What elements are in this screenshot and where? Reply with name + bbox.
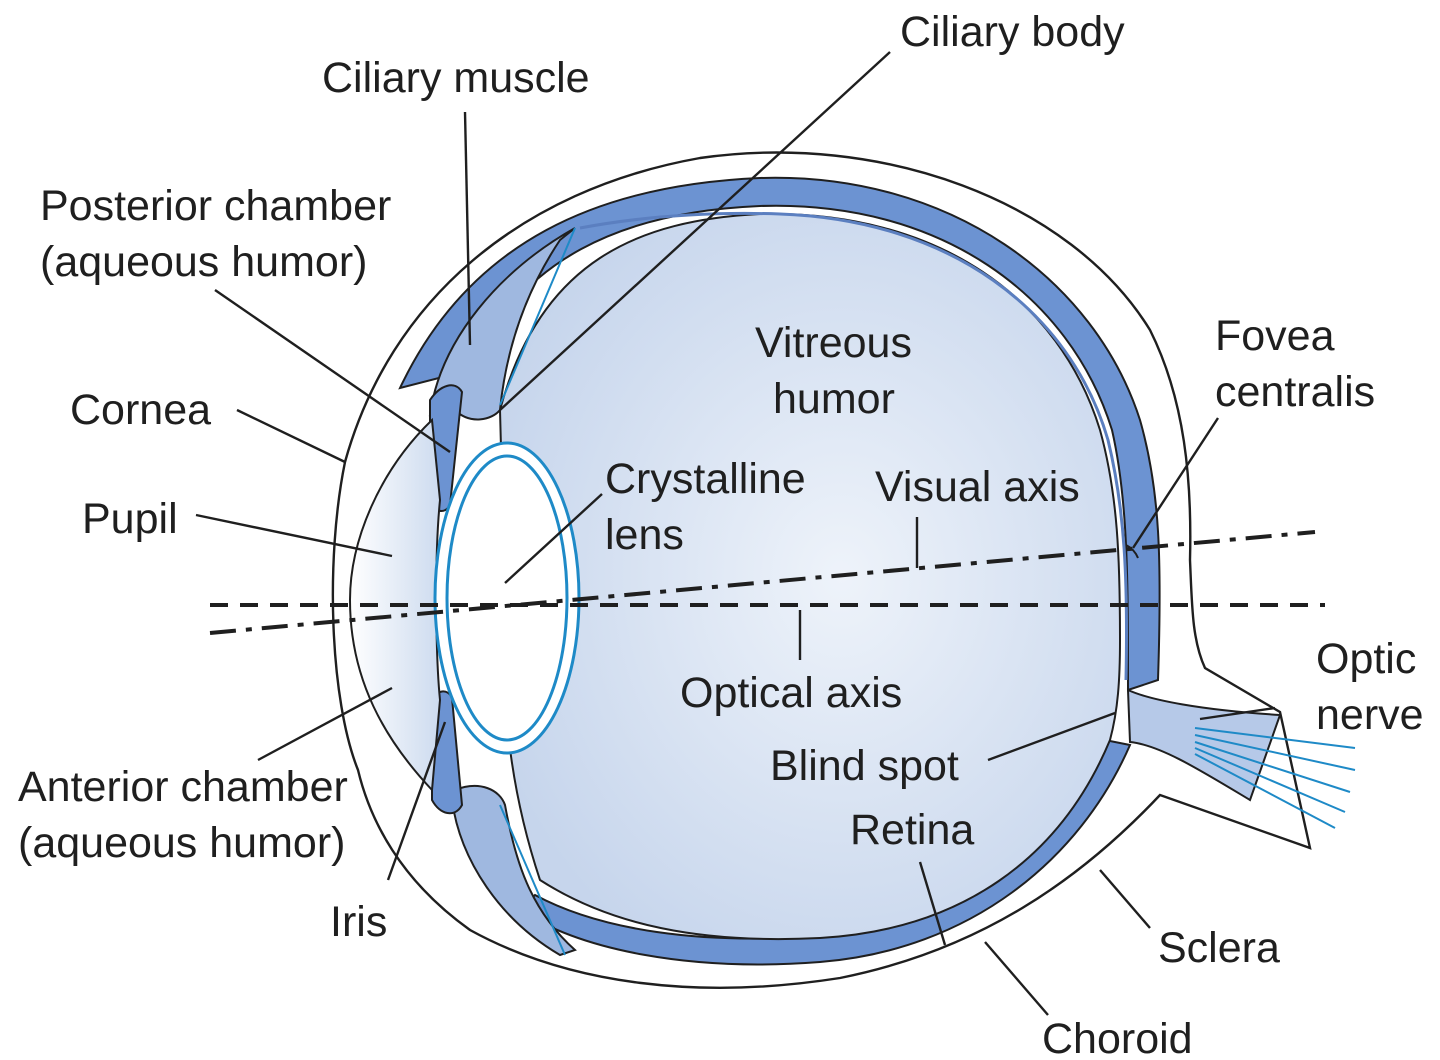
label-ciliary-muscle: Ciliary muscle [322,54,590,102]
label-optic-nerve: Optic [1316,635,1416,683]
lens-inner [447,456,567,740]
label-blind-spot: Blind spot [770,742,959,790]
label-iris: Iris [330,898,387,946]
label-cornea: Cornea [70,386,211,434]
label-posterior-chamber: Posterior chamber [40,182,391,230]
label-optical-axis: Optical axis [680,669,902,717]
label-fovea-sub: centralis [1215,368,1375,416]
label-retina: Retina [850,806,974,854]
label-vitreous: Vitreous [755,319,912,367]
label-visual-axis: Visual axis [875,463,1080,511]
label-lens: Crystalline [605,455,806,503]
label-posterior-chamber-sub: (aqueous humor) [40,238,367,286]
label-sclera: Sclera [1158,924,1280,972]
label-choroid: Choroid [1042,1015,1193,1060]
label-anterior-chamber-sub: (aqueous humor) [18,819,345,867]
label-lens-sub: lens [605,511,684,559]
label-ciliary-body: Ciliary body [900,8,1125,56]
label-fovea: Fovea [1215,312,1335,360]
label-optic-nerve-sub: nerve [1316,691,1424,739]
label-pupil: Pupil [82,495,178,543]
label-anterior-chamber: Anterior chamber [18,763,348,811]
label-vitreous-sub: humor [773,375,895,423]
